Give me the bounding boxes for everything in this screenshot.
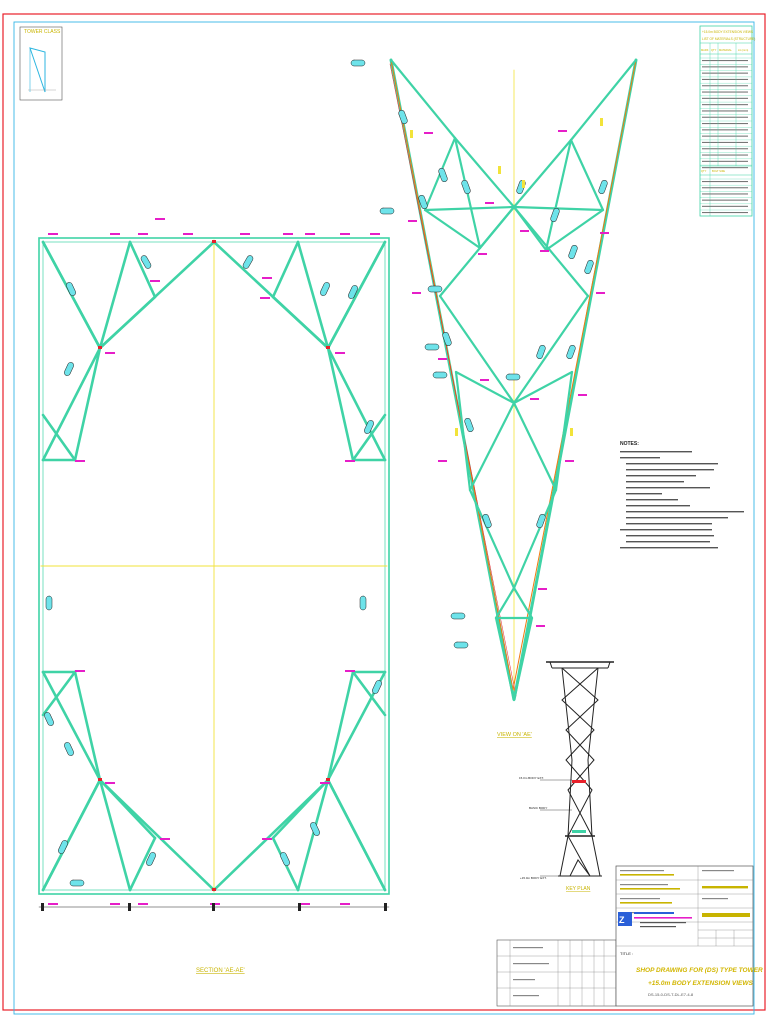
table-row-content [702,104,748,106]
table-row-content [702,60,748,62]
view-label: VIEW ON 'AE' [497,732,532,738]
table-row-content [702,187,748,189]
inner-frame [13,21,755,1015]
company-logo: Z [618,912,692,928]
title-label: TITLE : [620,951,633,956]
materials-header-length: LG (mm) [738,48,748,52]
table-row-content [702,199,748,201]
materials-title-1: +15.0m BODY EXTENSION VIEWS [702,30,753,34]
table-row-content [702,123,748,125]
table-row-content [702,148,748,150]
section-ae-ae [38,218,390,911]
key-plan-label: KEY PLAN [566,886,591,892]
materials-table: +15.0m BODY EXTENSION VIEWS LIST OF MATE… [699,25,755,217]
bolt-header-qty: QTY [701,169,707,173]
tower-class-label: TOWER CLASS [24,29,61,35]
title-block: Z TITLE : SHOP DRAWING FOR (DS) TYPE TOW… [496,865,763,1007]
materials-header-material: MATERIAL [719,48,732,52]
notes-heading: NOTES: [620,441,639,447]
table-row-content [702,141,748,143]
table-row-content [702,110,748,112]
table-row-content [702,160,748,162]
table-row-content [702,78,748,80]
table-row-content [702,181,748,183]
table-row-content [702,91,748,93]
section-label: SECTION 'AE-AE' [196,968,245,974]
key-level-1: 15.0m BODY EXT. [519,776,544,780]
key-plan [546,661,614,877]
table-row-content [702,116,748,118]
key-level-3: +15.0m BODY EXT. [520,876,547,880]
table-row-content [702,154,748,156]
section-outline [38,237,390,895]
tower-class-box: TOWER CLASS [19,26,63,101]
key-plan-markers: 15.0m BODY EXT. BASIC BODY +15.0m BODY E… [519,776,586,880]
drawing-title-2: +15.0m BODY EXTENSION VIEWS [648,980,753,987]
table-row-content [702,97,748,99]
outer-frame [2,13,766,1011]
table-row-content [702,72,748,74]
materials-title-2: LIST OF MATERIALS (STRUCTURE) [702,37,755,41]
key-level-2: BASIC BODY [529,806,547,810]
table-row-content [702,85,748,87]
materials-header-mark: MARK [701,48,709,52]
notes-block: NOTES: [620,441,744,549]
table-row-content [702,193,748,195]
bolt-header-size: BOLT SIZE [712,169,725,173]
table-row-content [702,129,748,131]
drawing-number: DS-15-0-DS-T-DL-E7-4-8 [648,992,694,997]
table-row-content [702,205,748,207]
view-on-ae [350,58,638,702]
table-row-content [702,212,748,214]
svg-text:Z: Z [619,915,625,925]
drawing-title-1: SHOP DRAWING FOR (DS) TYPE TOWER [636,967,763,974]
materials-header-qty: QTY [711,48,717,52]
table-row-content [702,66,748,68]
table-row-content [702,135,748,137]
table-row-content [702,167,748,169]
